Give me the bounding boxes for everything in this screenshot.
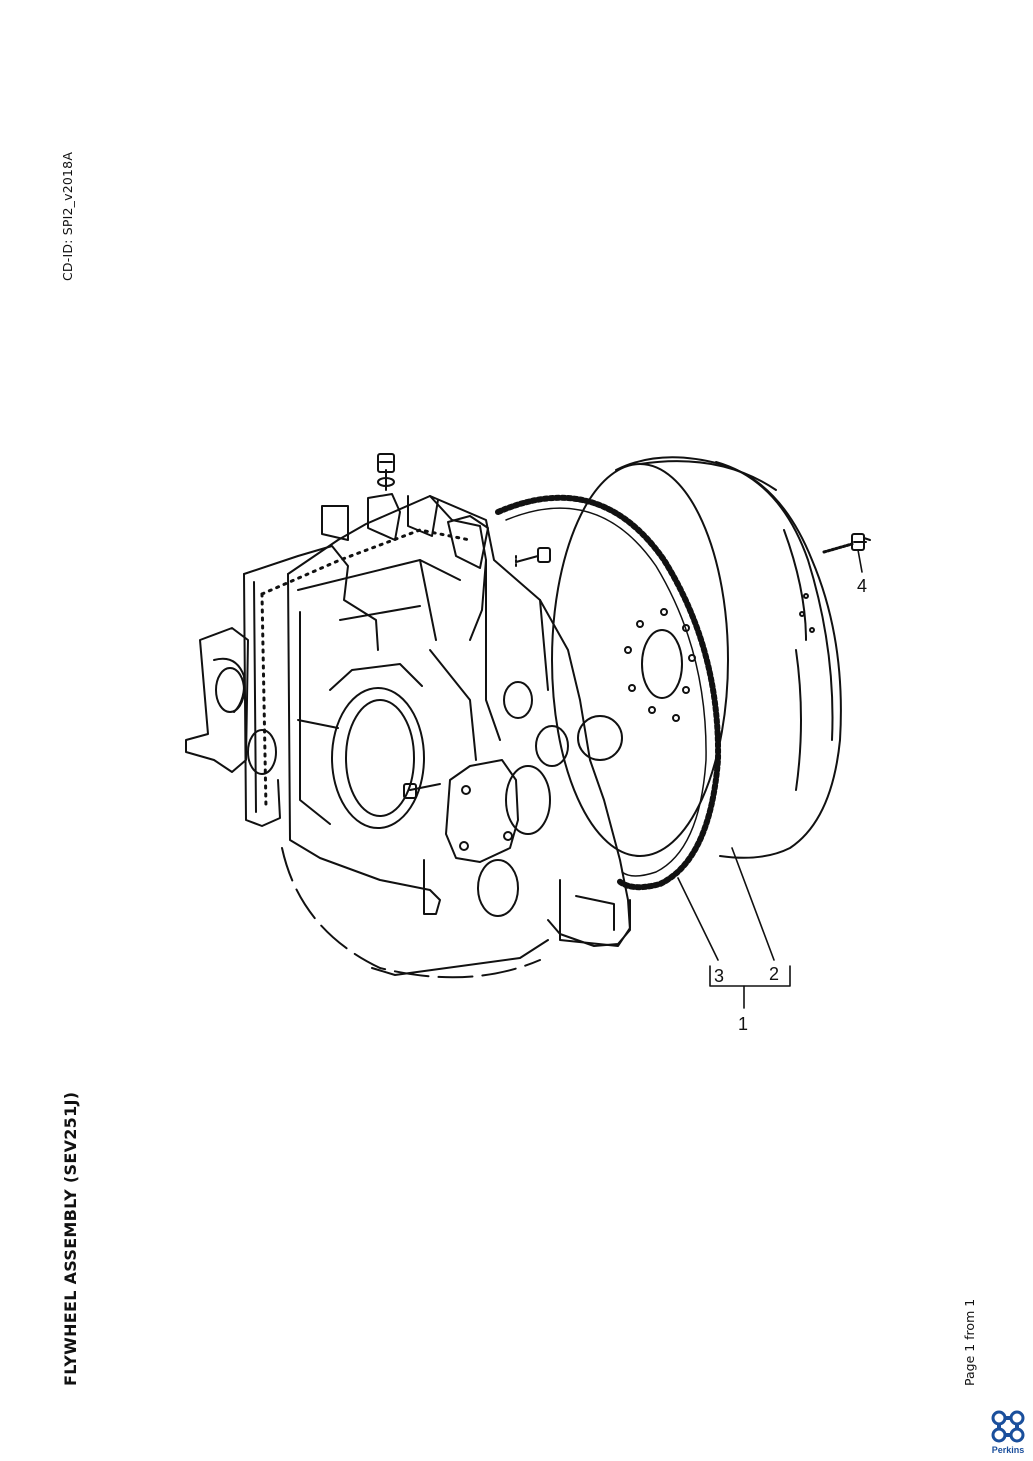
callout-2: 2: [769, 964, 779, 984]
setscrew: [822, 533, 871, 554]
callout-3: 3: [714, 966, 724, 986]
flywheel: [551, 456, 842, 859]
callout-1: 1: [738, 1014, 748, 1034]
ring-gear: [495, 494, 722, 891]
callout-4: 4: [857, 576, 867, 596]
brand-name: Perkins: [991, 1445, 1025, 1455]
perkins-logo-icon: [991, 1410, 1025, 1443]
flywheel-housing: [185, 453, 631, 979]
callout-leaders: [677, 549, 863, 1009]
perkins-logo: Perkins: [984, 1410, 1032, 1460]
